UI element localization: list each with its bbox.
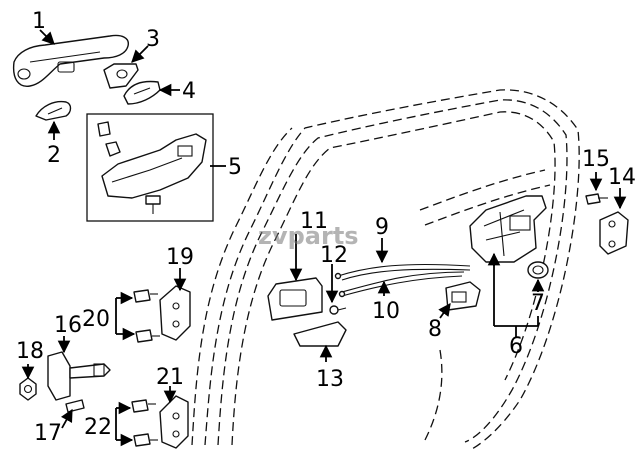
callout-7: 7 bbox=[531, 291, 545, 316]
callout-22: 22 bbox=[84, 415, 112, 440]
lock-cables bbox=[334, 263, 471, 298]
callout-3: 3 bbox=[146, 27, 160, 52]
handle-screw bbox=[329, 305, 347, 315]
leader-lines bbox=[21, 29, 627, 447]
hinge-bolts-upper bbox=[133, 289, 160, 343]
lower-hinge bbox=[159, 395, 189, 449]
callout-10: 10 bbox=[372, 299, 400, 324]
callout-2: 2 bbox=[47, 143, 61, 168]
callout-11: 11 bbox=[300, 209, 328, 234]
callout-15: 15 bbox=[582, 147, 610, 172]
door-lock-assembly bbox=[469, 195, 547, 263]
handle-cover-small bbox=[35, 100, 72, 121]
callout-4: 4 bbox=[182, 79, 196, 104]
callout-numbers: 1 2 3 4 5 6 7 8 9 10 11 12 13 14 15 16 1… bbox=[16, 9, 636, 446]
callout-12: 12 bbox=[320, 243, 348, 268]
inside-handle-bezel bbox=[293, 321, 347, 347]
handle-pad bbox=[123, 80, 161, 105]
callout-5: 5 bbox=[228, 155, 242, 180]
grommet bbox=[527, 261, 549, 279]
door-striker bbox=[599, 211, 629, 255]
callout-17: 17 bbox=[34, 421, 62, 446]
callout-14: 14 bbox=[608, 165, 636, 190]
inside-handle bbox=[267, 277, 323, 321]
watermark-text: zvparts bbox=[258, 222, 359, 250]
handle-cap bbox=[103, 63, 139, 89]
callout-13: 13 bbox=[316, 367, 344, 392]
check-nut bbox=[19, 377, 37, 401]
handle-frame-box bbox=[86, 113, 214, 222]
door-check bbox=[47, 351, 111, 401]
door-outline bbox=[191, 89, 580, 451]
callout-18: 18 bbox=[16, 339, 44, 364]
callout-6: 6 bbox=[509, 334, 523, 359]
hinge-bolts-lower bbox=[131, 399, 158, 447]
lock-actuator bbox=[445, 281, 481, 311]
callout-21: 21 bbox=[156, 365, 184, 390]
callout-9: 9 bbox=[375, 215, 389, 240]
upper-hinge bbox=[159, 285, 191, 341]
check-bolt bbox=[65, 399, 85, 413]
callout-19: 19 bbox=[166, 245, 194, 270]
outside-handle bbox=[12, 34, 129, 87]
callout-8: 8 bbox=[428, 317, 442, 342]
callout-20: 20 bbox=[82, 307, 110, 332]
callout-16: 16 bbox=[54, 313, 82, 338]
striker-bolt bbox=[585, 193, 608, 205]
callout-1: 1 bbox=[32, 9, 46, 34]
